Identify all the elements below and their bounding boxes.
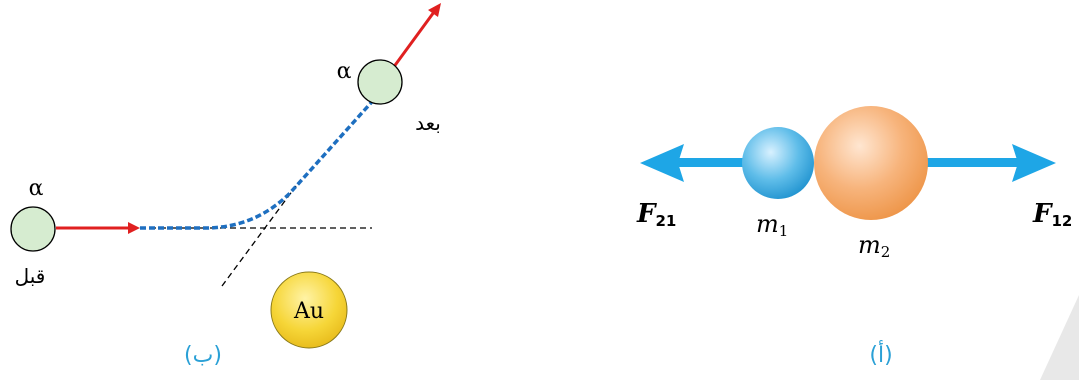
outgoing-asymptote-line xyxy=(221,185,297,287)
mass-2-sphere xyxy=(814,106,928,220)
mass-1-label: m1 xyxy=(756,210,788,240)
nucleus-label: Au xyxy=(293,299,324,324)
before-label: قبل xyxy=(15,264,46,288)
gold-nucleus xyxy=(270,271,348,349)
panel-b-caption: (ب) xyxy=(184,343,222,368)
alpha-before-label: α xyxy=(29,176,44,201)
alpha-particle-after xyxy=(357,59,403,105)
panel-a-caption: (أ) xyxy=(869,340,892,368)
alpha-after-label: α xyxy=(337,59,352,84)
after-label: بعد xyxy=(415,111,441,135)
force-left-label: F21 xyxy=(636,199,676,230)
incoming-velocity-arrow xyxy=(56,222,140,234)
force-left-arrow xyxy=(640,144,750,182)
force-right-label: F12 xyxy=(1032,199,1072,230)
alpha-trajectory xyxy=(140,93,380,230)
mass-1-sphere xyxy=(742,127,814,199)
panel-b: α قبل α بعد Au (ب) xyxy=(10,3,441,368)
mass-2-label: m2 xyxy=(858,231,890,261)
alpha-particle-before xyxy=(10,206,56,252)
force-right-arrow xyxy=(920,144,1056,182)
page-fold-shadow xyxy=(1040,295,1079,380)
panel-a: F21 F12 m1 m2 (أ) xyxy=(636,106,1072,368)
outgoing-velocity-arrow xyxy=(391,3,441,69)
